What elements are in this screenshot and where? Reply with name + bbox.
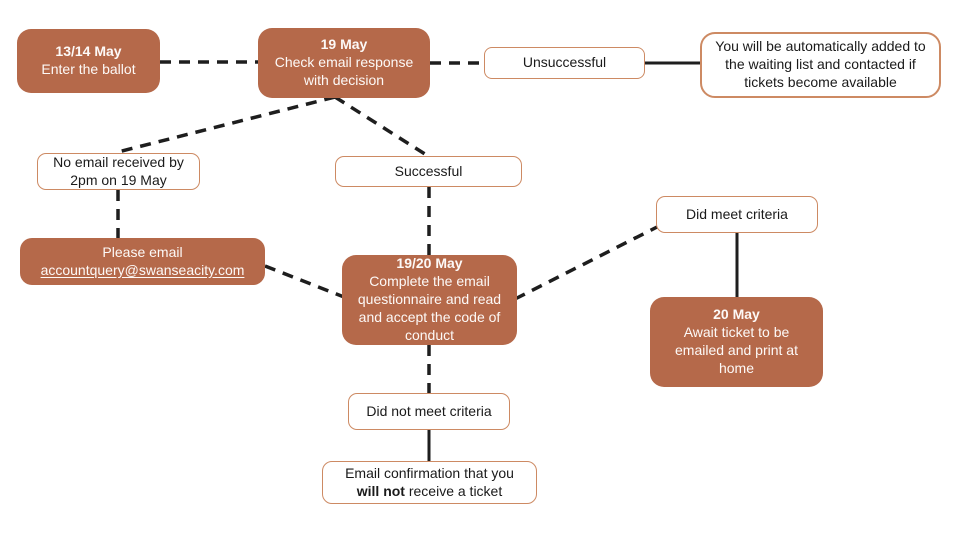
node-check-email-title: 19 May	[320, 36, 368, 53]
node-unsuccessful: Unsuccessful	[484, 47, 645, 79]
node-successful: Successful	[335, 156, 522, 187]
node-await-ticket-body: Await ticket to be emailed and print at …	[675, 324, 798, 376]
node-unsuccessful-body: Unsuccessful	[522, 54, 607, 71]
node-waiting-list: You will be automatically added to the w…	[700, 32, 941, 98]
node-enter-ballot-body: Enter the ballot	[41, 61, 136, 77]
node-please-email-body: Please email	[102, 243, 183, 260]
node-await-ticket-title: 20 May	[713, 306, 760, 323]
connector-check-to-noemail	[117, 95, 336, 154]
node-check-email: 19 May Check email response with decisio…	[258, 28, 430, 98]
node-await-ticket: 20 May Await ticket to be emailed and pr…	[650, 297, 823, 387]
node-did-meet-body: Did meet criteria	[686, 205, 788, 222]
node-please-email: Please email accountquery@swanseacity.co…	[20, 238, 265, 285]
node-waiting-list-body: You will be automatically added to the w…	[715, 38, 926, 90]
node-successful-body: Successful	[394, 162, 463, 179]
node-questionnaire-body: Complete the email questionnaire and rea…	[357, 273, 502, 343]
connector-check-to-successful	[334, 95, 429, 158]
connector-questionnaire-to-didmeet	[514, 225, 658, 301]
node-no-email-body: No email received by 2pm on 19 May	[53, 153, 184, 188]
node-enter-ballot-title: 13/14 May	[55, 43, 122, 60]
connector-pleaseemail-to-questionnaire	[264, 264, 345, 299]
node-questionnaire-title: 19/20 May	[396, 255, 463, 272]
node-did-not-meet: Did not meet criteria	[348, 393, 510, 430]
node-did-not-meet-body: Did not meet criteria	[366, 402, 492, 419]
node-email-confirmation-line1: Email confirmation that you	[345, 464, 514, 481]
node-enter-ballot: 13/14 May Enter the ballot	[17, 29, 160, 93]
node-email-confirmation: Email confirmation that you will not rec…	[322, 461, 537, 504]
node-did-meet: Did meet criteria	[656, 196, 818, 233]
node-check-email-body: Check email response with decision	[274, 54, 414, 88]
node-email-confirmation-line2: will not receive a ticket	[357, 483, 502, 501]
node-no-email: No email received by 2pm on 19 May	[37, 153, 200, 190]
email-link[interactable]: accountquery@swanseacity.com	[40, 261, 245, 278]
node-questionnaire: 19/20 May Complete the email questionnai…	[342, 255, 517, 345]
node-email-confirmation-rest: receive a ticket	[404, 482, 503, 499]
node-email-confirmation-bold: will not	[356, 482, 405, 499]
